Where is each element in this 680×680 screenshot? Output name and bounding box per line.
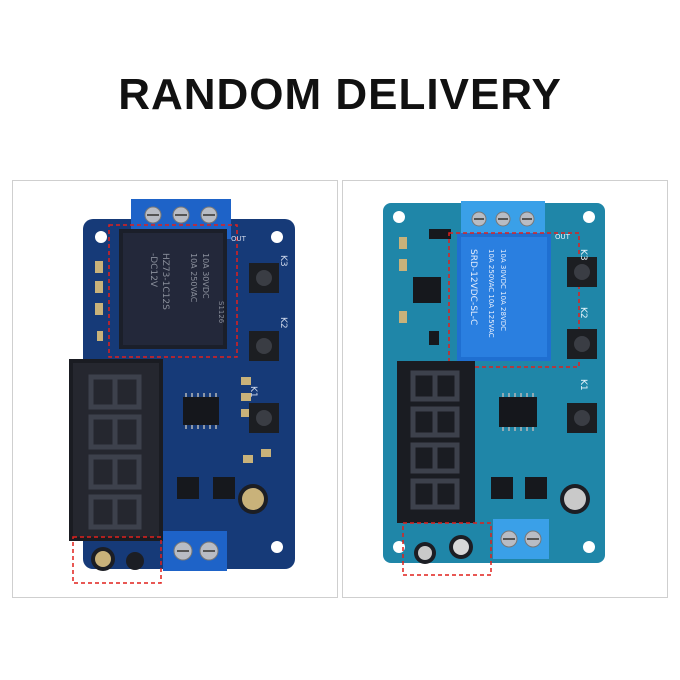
mounting-hole [393, 211, 405, 223]
terminal-block-bottom [493, 519, 549, 559]
button-k3: K3 [567, 249, 597, 287]
product-photo-left: HZ73-1C12S -DC12V 10A 250VAC 10A 30VDC S… [12, 180, 338, 598]
svg-text:K3: K3 [578, 249, 588, 261]
relay-text: 10A 30VDC [201, 253, 210, 299]
relay-text: HZ73-1C12S [160, 253, 170, 310]
product-photo-right: SRD-12VDC-SL-C 10A 250VAC 10A 125VAC 10A… [342, 180, 668, 598]
seven-segment-display [69, 359, 163, 541]
transistors [177, 477, 235, 499]
button-k1: K1 [567, 379, 597, 433]
svg-text:K3: K3 [278, 255, 288, 267]
relay-text: 10A 250VAC 10A 125VAC [487, 249, 495, 338]
mounting-hole [583, 211, 595, 223]
relay-text: -DC12V [148, 253, 158, 288]
mounting-hole [583, 541, 595, 553]
relay-code: S1126 [217, 301, 225, 324]
capacitor-large [238, 484, 268, 514]
terminal-block-bottom [163, 531, 227, 571]
relay-text: 10A 250VAC [189, 253, 198, 303]
mounting-hole [393, 541, 405, 553]
relay-text: SRD-12VDC-SL-C [468, 249, 478, 325]
left-board-illustration: HZ73-1C12S -DC12V 10A 250VAC 10A 30VDC S… [69, 199, 295, 584]
capacitor-large [560, 484, 590, 514]
mounting-hole [271, 541, 283, 553]
mounting-hole [271, 231, 283, 243]
capacitor-small [414, 535, 473, 564]
ic-chip [183, 393, 219, 429]
svg-text:K2: K2 [578, 307, 588, 319]
svg-text:K2: K2 [278, 317, 288, 329]
smd-components [95, 261, 271, 463]
seven-segment-display [397, 361, 475, 523]
capacitor-small [91, 547, 144, 571]
button-k2: K2 [567, 307, 597, 359]
relay-left: HZ73-1C12S -DC12V 10A 250VAC 10A 30VDC S… [119, 229, 227, 349]
highlight-box-capacitors [402, 522, 492, 576]
relay-text: 10A 30VDC 10A 28VDC [499, 249, 507, 331]
right-board-illustration: SRD-12VDC-SL-C 10A 250VAC 10A 125VAC 10A… [383, 201, 605, 576]
headline: RANDOM DELIVERY [118, 70, 562, 119]
highlight-box-capacitors [72, 536, 162, 584]
highlight-box-relay [448, 232, 580, 368]
button-k2: K2 [249, 317, 288, 361]
highlight-box-relay [108, 224, 238, 358]
smd-components [399, 229, 451, 345]
button-k3: K3 [249, 255, 288, 293]
mounting-hole [95, 231, 107, 243]
out-label: OUT [231, 235, 247, 243]
relay-right: SRD-12VDC-SL-C 10A 250VAC 10A 125VAC 10A… [457, 233, 551, 361]
transistors [491, 477, 547, 499]
svg-text:K1: K1 [578, 379, 588, 391]
out-label: OUT [555, 233, 571, 241]
button-k1: K1 [248, 386, 279, 433]
svg-text:K1: K1 [248, 386, 258, 398]
ic-chip [499, 393, 537, 431]
